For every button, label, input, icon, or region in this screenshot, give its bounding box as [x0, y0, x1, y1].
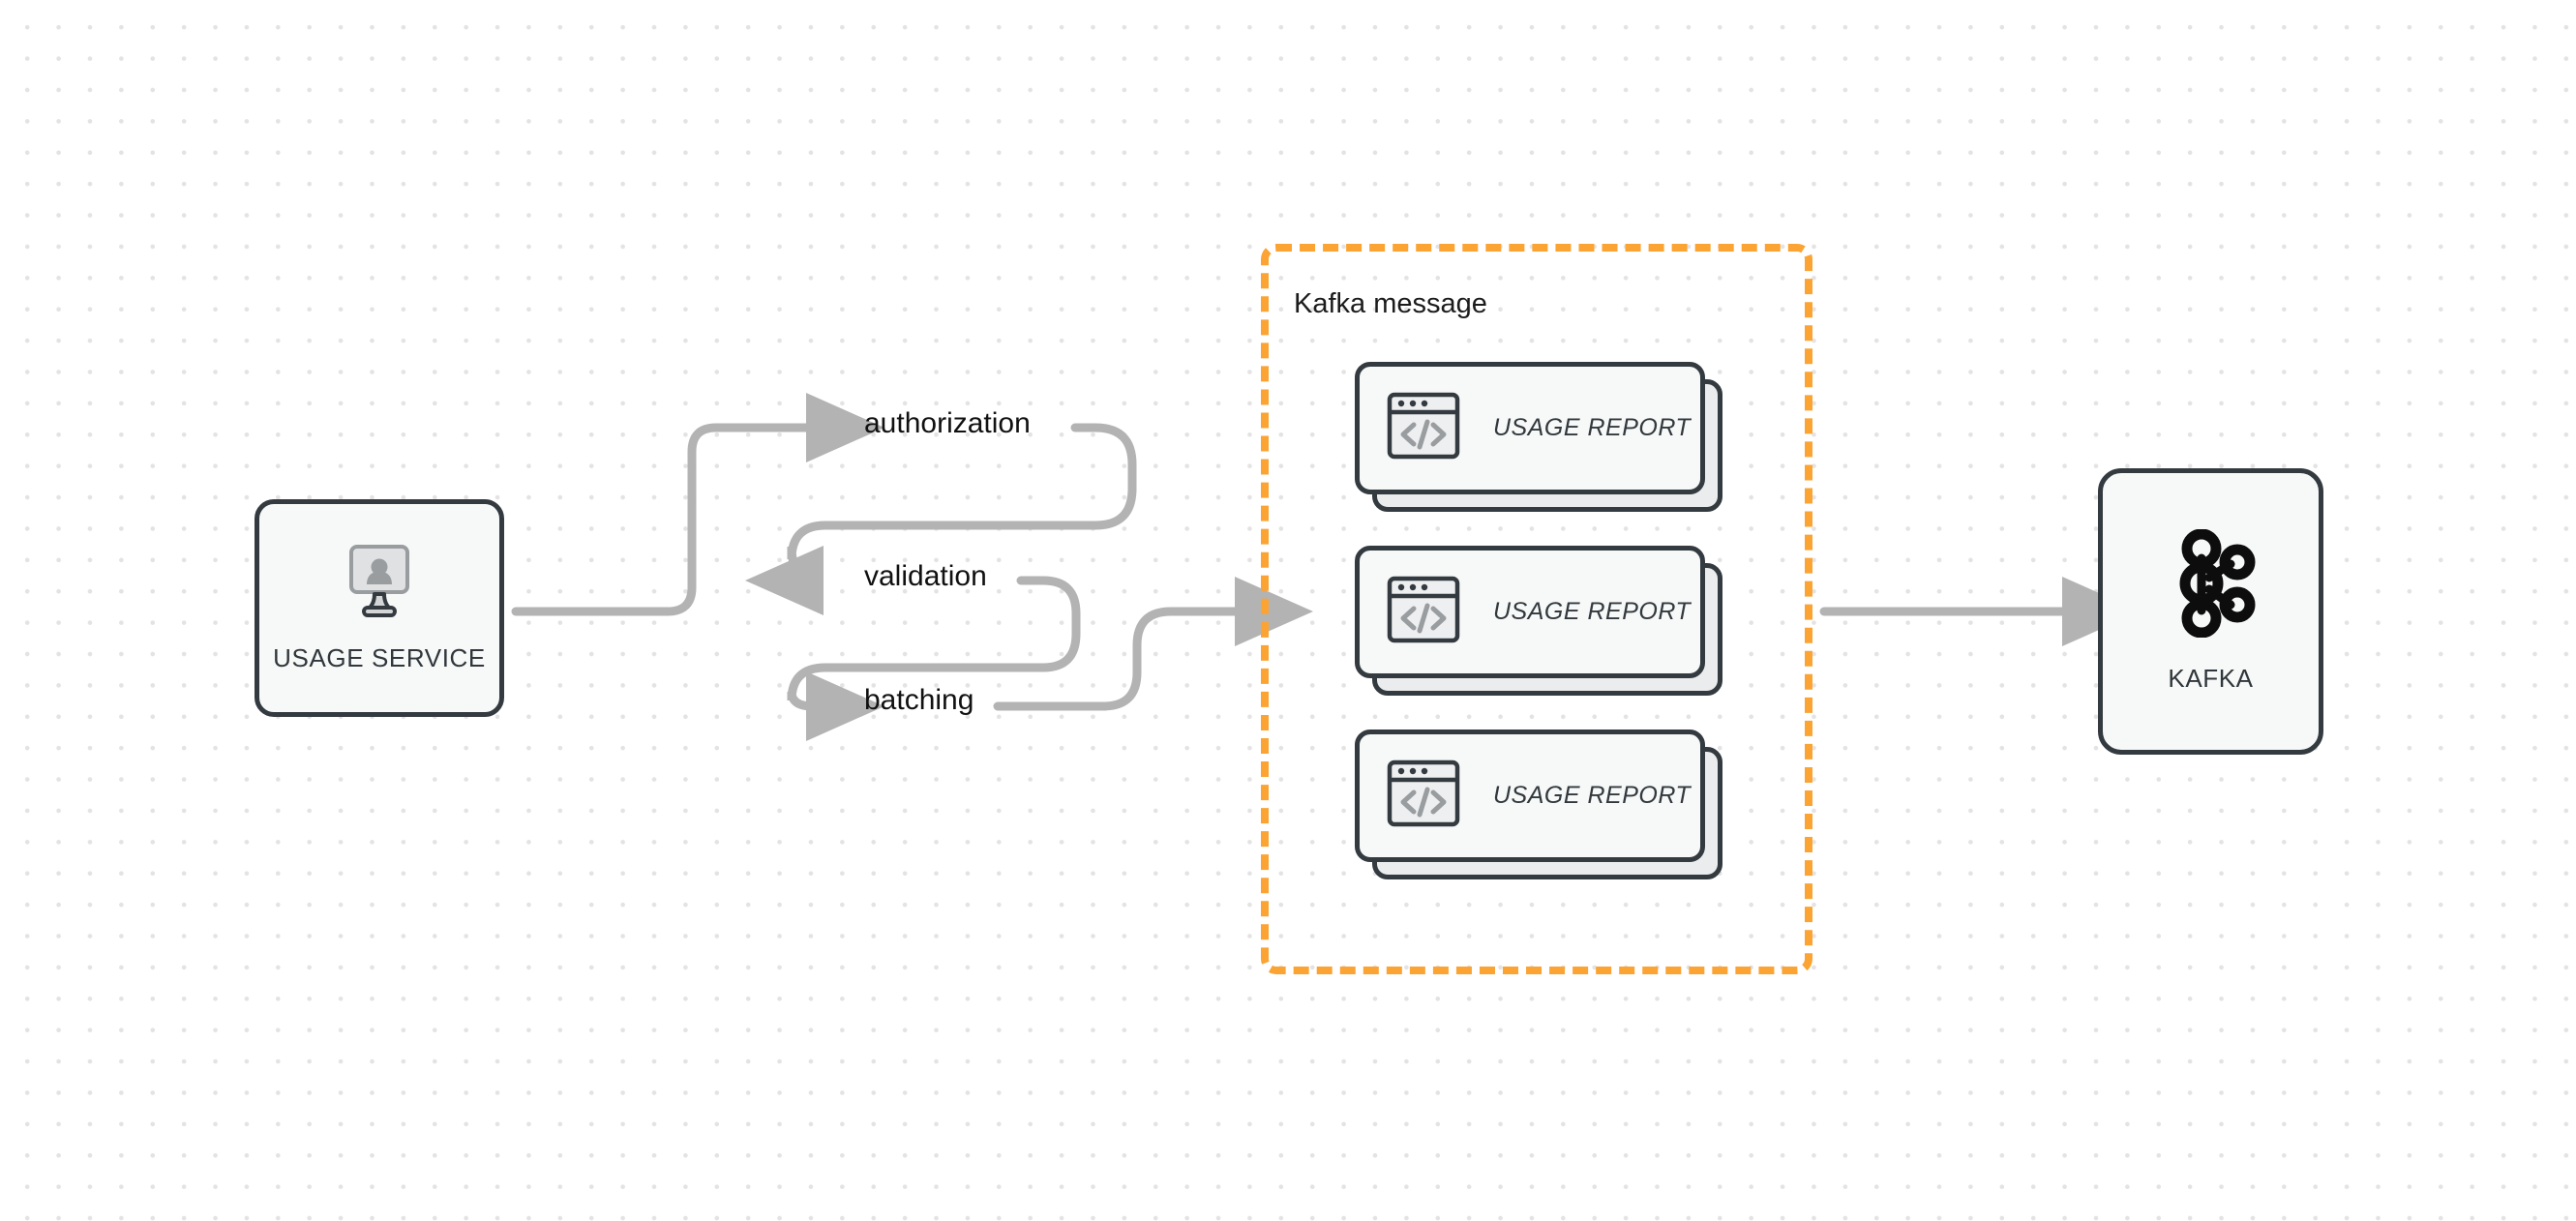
- code-window-icon: [1387, 757, 1460, 835]
- usage-report-card-label: USAGE REPORT: [1493, 598, 1692, 625]
- edge-service-to-authorization: [511, 393, 884, 616]
- node-kafka-label: KAFKA: [2168, 664, 2254, 693]
- edge-label-batching: batching: [864, 684, 974, 716]
- usage-report-card-label: USAGE REPORT: [1493, 782, 1692, 809]
- edge-authorization-to-validation: [745, 423, 1137, 615]
- node-usage-service-label: USAGE SERVICE: [273, 642, 486, 672]
- node-kafka[interactable]: KAFKA: [2098, 468, 2323, 755]
- usage-report-card[interactable]: USAGE REPORT: [1355, 362, 1722, 512]
- group-kafka-message: [1261, 244, 1812, 974]
- usage-report-card[interactable]: USAGE REPORT: [1355, 730, 1722, 879]
- edge-batching-to-kafka-message: [993, 577, 1313, 711]
- code-window-icon: [1387, 389, 1460, 467]
- code-window-icon: [1387, 573, 1460, 651]
- kafka-logo-icon: [2165, 528, 2258, 642]
- usage-report-card-front[interactable]: USAGE REPORT: [1355, 362, 1705, 494]
- edge-label-authorization: authorization: [864, 407, 1031, 439]
- usage-report-card-label: USAGE REPORT: [1493, 414, 1692, 441]
- edge-label-validation: validation: [864, 560, 987, 592]
- group-kafka-message-title: Kafka message: [1294, 288, 1487, 319]
- usage-report-card-front[interactable]: USAGE REPORT: [1355, 730, 1705, 862]
- usage-report-card-front[interactable]: USAGE REPORT: [1355, 546, 1705, 678]
- usage-report-card[interactable]: USAGE REPORT: [1355, 546, 1722, 696]
- node-usage-service[interactable]: USAGE SERVICE: [255, 499, 504, 717]
- monitor-user-icon: [338, 544, 421, 624]
